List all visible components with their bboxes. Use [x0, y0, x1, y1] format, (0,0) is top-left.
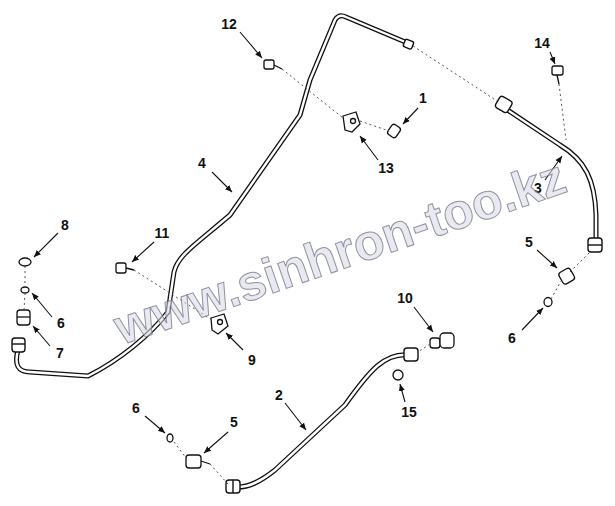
watermark: www.sinhron-too.kz — [108, 151, 572, 352]
callout-number: 7 — [56, 346, 64, 360]
callout-number: 9 — [248, 353, 256, 367]
callout-number: 11 — [155, 226, 170, 240]
callout-number: 8 — [61, 218, 69, 232]
callout-number: 13 — [378, 161, 394, 175]
callout-number: 10 — [397, 291, 413, 305]
callout-number: 4 — [198, 156, 206, 170]
callout-number: 1 — [419, 91, 427, 105]
callout-number: 14 — [534, 36, 550, 50]
callout-number: 15 — [401, 405, 417, 419]
callout-number: 2 — [275, 388, 283, 402]
callout-number: 6 — [57, 316, 65, 330]
callout-number: 5 — [230, 415, 238, 429]
callout-number: 6 — [508, 331, 516, 345]
callout-number: 12 — [221, 17, 237, 31]
callout-number: 5 — [525, 235, 533, 249]
callout-number: 6 — [132, 401, 140, 415]
